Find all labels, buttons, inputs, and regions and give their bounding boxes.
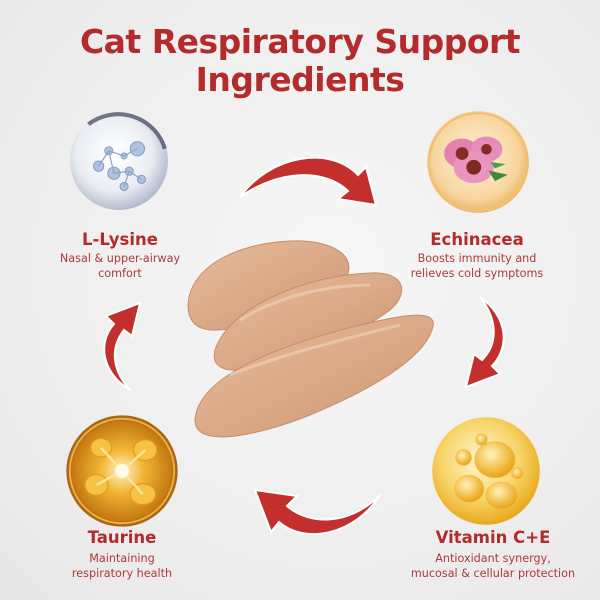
molecule-bubble-icon	[70, 112, 168, 210]
glowing-molecule-icon	[66, 415, 178, 527]
ingredient-desc-echinacea-2: relieves cold symptoms	[410, 267, 544, 280]
arrow-bottom-left-icon	[253, 488, 381, 536]
oil-droplets-icon	[432, 417, 540, 525]
ingredient-desc-echinacea-1: Boosts immunity and	[417, 252, 537, 265]
page-title-line-2: Ingredients	[195, 60, 405, 99]
ingredient-name-taurine: Taurine	[87, 528, 157, 547]
ingredient-name-echinacea: Echinacea	[430, 230, 524, 249]
ingredient-desc-vitamin-c-e-1: Antioxidant synergy,	[435, 552, 551, 565]
cat-food-paste-image	[187, 240, 434, 438]
ingredient-desc-taurine-1: Maintaining	[89, 552, 155, 565]
ingredient-name-vitamin-c-e: Vitamin C+E	[435, 528, 551, 547]
echinacea-flower-icon	[427, 111, 529, 213]
ingredient-desc-vitamin-c-e-2: mucosal & cellular protection	[410, 567, 576, 580]
ingredient-desc-l-lysine-2: comfort	[98, 267, 142, 280]
arrow-right-down-icon	[464, 296, 505, 389]
ingredient-name-l-lysine: L-Lysine	[82, 230, 158, 249]
ingredient-desc-taurine-2: respiratory health	[71, 567, 173, 580]
arrow-left-up-icon	[103, 301, 142, 391]
arrow-top-right-icon	[239, 156, 378, 207]
page-title-line-1: Cat Respiratory Support	[79, 22, 521, 61]
ingredient-desc-l-lysine-1: Nasal & upper-airway	[59, 252, 181, 265]
